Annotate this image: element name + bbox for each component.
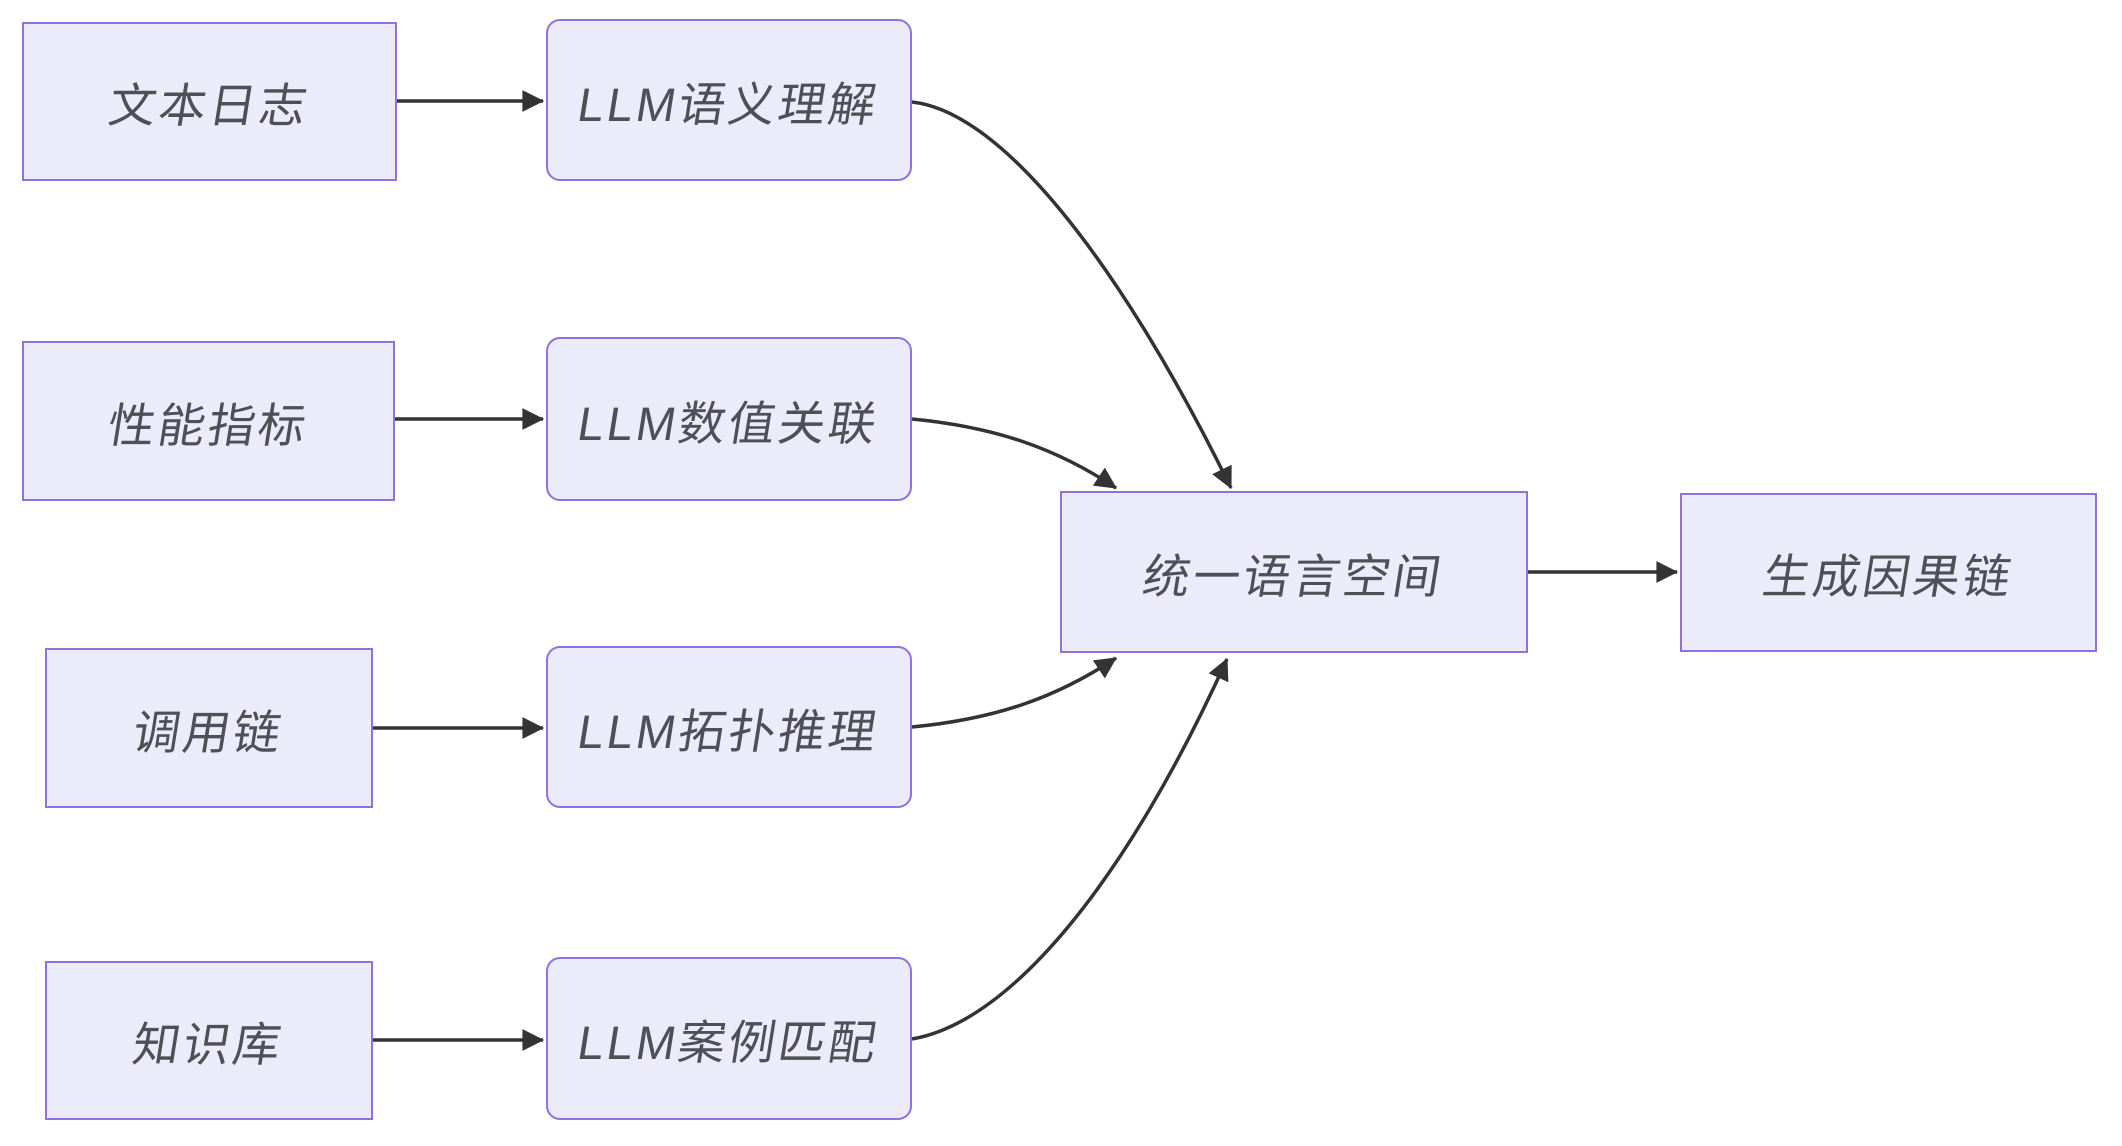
edge-llm_semantic-unified_space (911, 100, 1233, 489)
node-llm-topology-label: LLM拓扑推理 (573, 704, 883, 758)
edge-llm_numeric-unified_space (911, 417, 1117, 490)
node-knowledge-base-label: 知识库 (129, 1018, 288, 1071)
node-knowledge-base: 知识库 (45, 961, 373, 1120)
node-llm-semantic: LLM语义理解 (546, 19, 912, 181)
node-causal-chain: 生成因果链 (1680, 493, 2097, 652)
node-call-chain: 调用链 (45, 648, 373, 808)
node-perf-metrics: 性能指标 (22, 341, 395, 501)
node-llm-numeric-label: LLM数值关联 (573, 396, 883, 450)
node-perf-metrics-label: 性能指标 (103, 398, 313, 452)
node-unified-space: 统一语言空间 (1060, 491, 1528, 653)
node-llm-numeric: LLM数值关联 (546, 337, 912, 501)
node-llm-case-label: LLM案例匹配 (573, 1016, 883, 1069)
node-llm-semantic-label: LLM语义理解 (573, 77, 883, 131)
node-text-log-label: 文本日志 (104, 79, 314, 132)
edge-llm_case-unified_space (911, 658, 1229, 1041)
node-call-chain-label: 调用链 (129, 705, 288, 759)
node-causal-chain-label: 生成因果链 (1758, 550, 2018, 603)
node-llm-case: LLM案例匹配 (546, 957, 912, 1120)
node-text-log: 文本日志 (22, 22, 397, 181)
node-unified-space-label: 统一语言空间 (1139, 549, 1448, 603)
node-llm-topology: LLM拓扑推理 (546, 646, 912, 808)
edge-llm_topology-unified_space (911, 656, 1117, 729)
